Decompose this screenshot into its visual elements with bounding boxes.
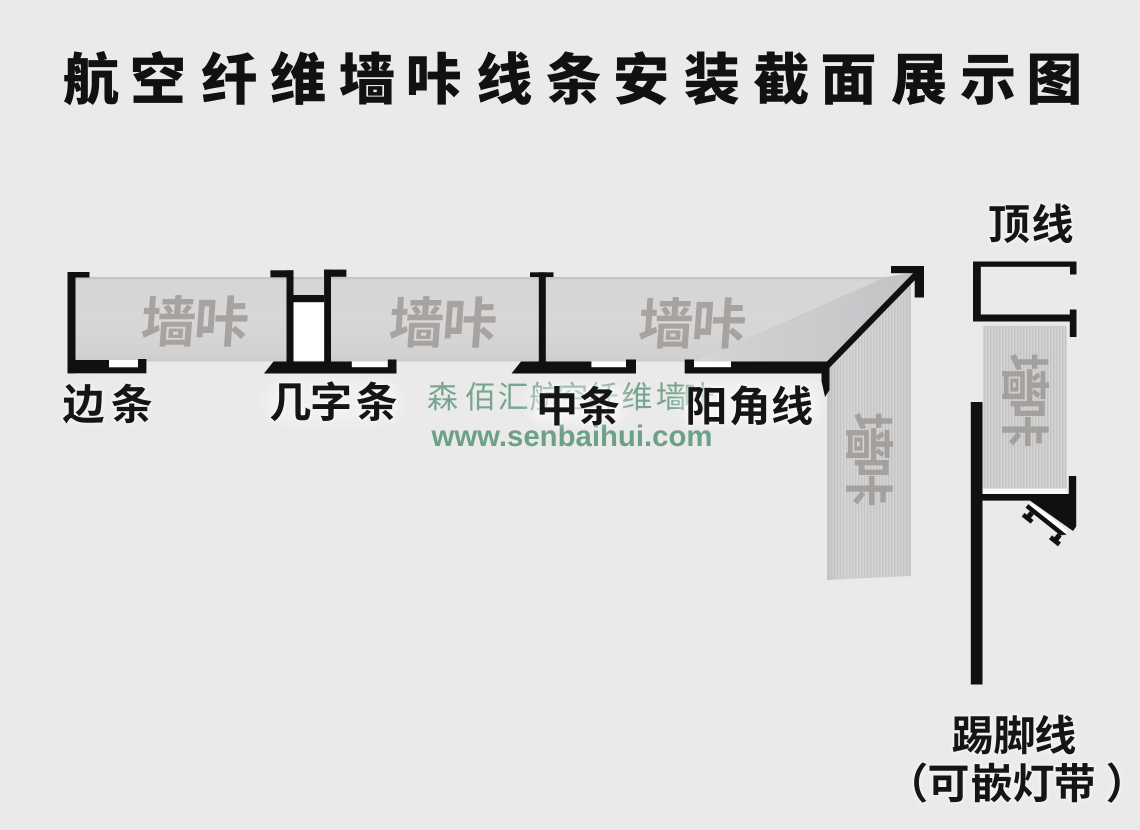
svg-text:www.senbaihui.com: www.senbaihui.com [431,420,713,453]
